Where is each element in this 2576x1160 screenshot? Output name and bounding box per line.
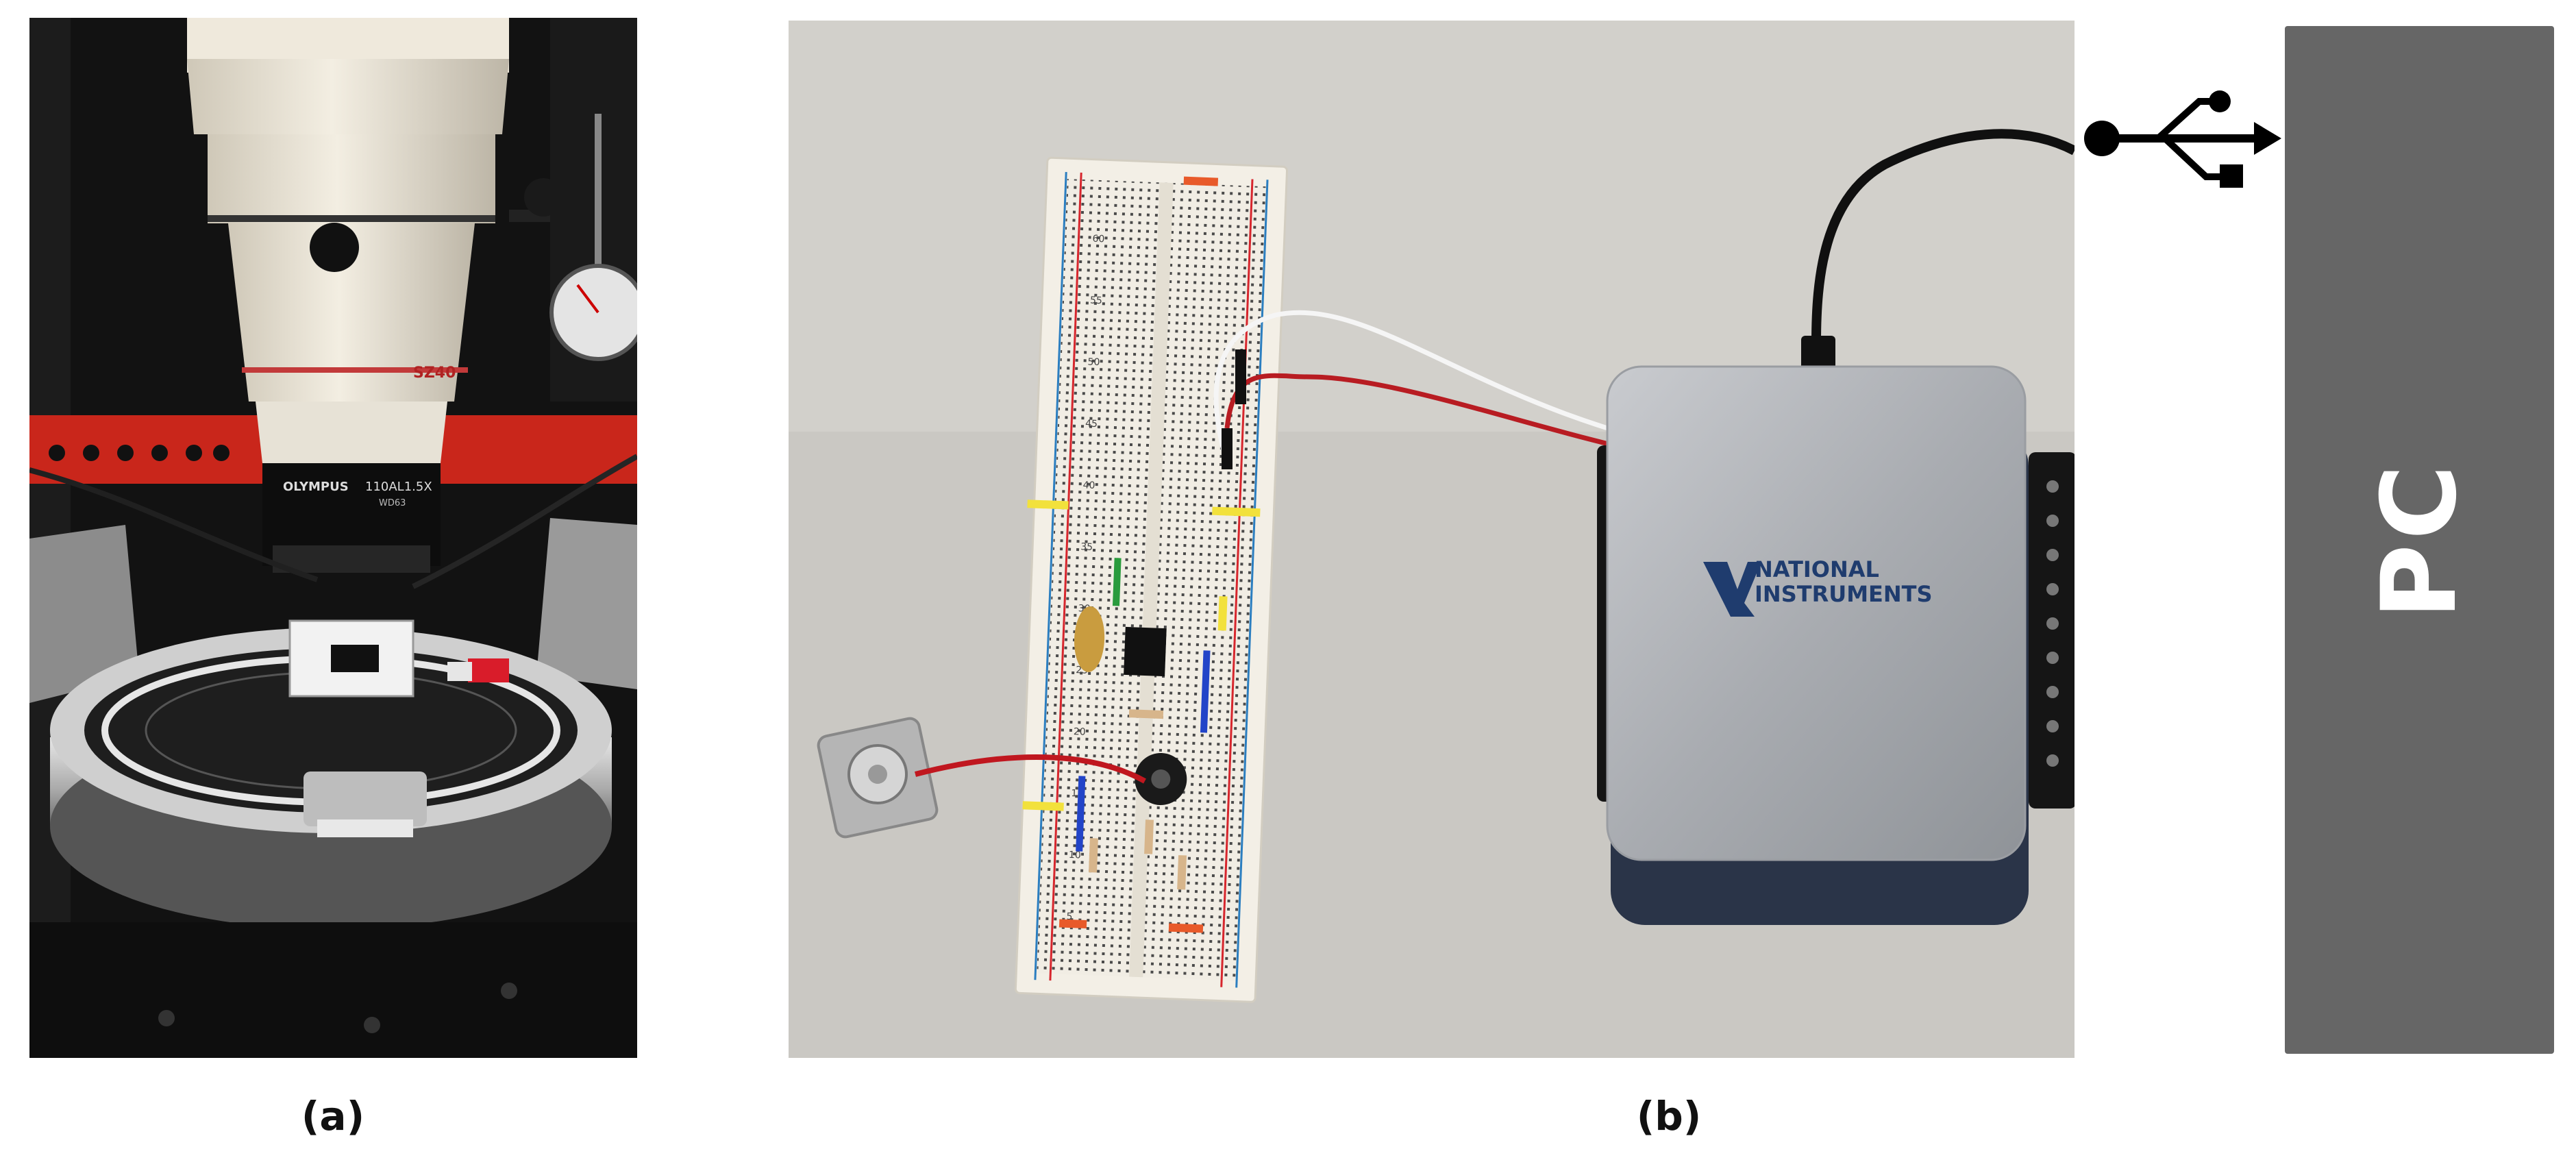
row-number: 40: [1082, 480, 1095, 491]
lens-model-label: 110AL1.5X: [365, 480, 432, 494]
breadboard: 5 10 15 20 25 30 35 40 45 50 55 60: [1014, 156, 1289, 1003]
row-number: 60: [1092, 234, 1104, 245]
red-connector: [468, 658, 509, 682]
dial-gauge: [549, 264, 637, 361]
row-number: 20: [1074, 726, 1086, 738]
breadboard-daq-illustration: 5 10 15 20 25 30 35 40 45 50 55 60: [789, 21, 2075, 1058]
pc-label: PC: [2360, 460, 2479, 620]
focus-knob: [310, 223, 359, 272]
red-wire: [1224, 373, 1687, 462]
caption-b: (b): [1636, 1093, 1702, 1139]
daq-brand-line1: NATIONAL: [1755, 556, 1879, 582]
lens-brand-label: OLYMPUS: [283, 480, 349, 494]
usb-icon: [2084, 90, 2281, 188]
daq-brand-line2: INSTRUMENTS: [1755, 581, 1933, 607]
caption-a: (a): [301, 1093, 365, 1139]
lens-sub-label: WD63: [379, 498, 406, 508]
row-number: 10: [1069, 850, 1081, 861]
microscope-illustration: SZ40 OLYMPUS 110AL1.5X WD63: [29, 18, 637, 1058]
ic-chip: [1124, 626, 1167, 677]
capacitor: [1074, 606, 1105, 672]
stage-handle: [304, 772, 427, 826]
row-number: 35: [1080, 541, 1093, 553]
ni-logo-icon: [1703, 562, 1761, 617]
row-number: 5: [1066, 911, 1073, 922]
photo-breadboard-daq: 5 10 15 20 25 30 35 40 45 50 55 60: [789, 21, 2075, 1058]
row-number: 50: [1087, 356, 1100, 368]
usb-cable: [1811, 129, 2075, 343]
microscope-body: [208, 134, 495, 223]
white-wire: [1213, 310, 1687, 463]
pc-box: PC: [2285, 26, 2554, 1054]
daq-device: NATIONAL INSTRUMENTS: [1597, 365, 2075, 925]
photo-microscope-setup: SZ40 OLYMPUS 110AL1.5X WD63: [29, 18, 637, 1058]
row-number: 55: [1090, 295, 1102, 307]
microscope-model-label: SZ40: [413, 365, 456, 382]
row-number: 45: [1085, 418, 1098, 430]
